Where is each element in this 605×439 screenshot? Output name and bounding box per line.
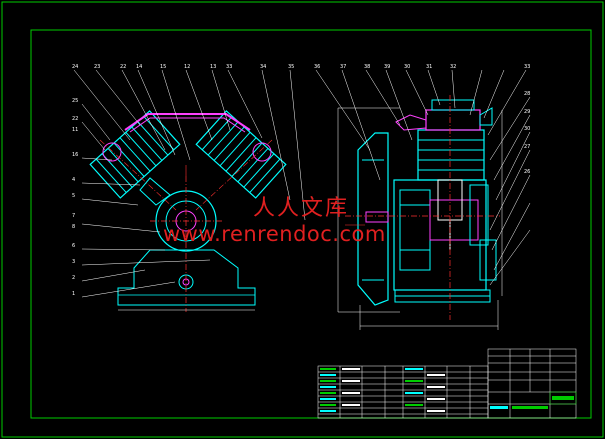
balloon-number: 4: [72, 177, 75, 183]
balloon-number: 13: [210, 64, 216, 70]
balloon-number: 2: [72, 275, 75, 281]
balloon-number: 36: [314, 64, 320, 70]
balloon-number: 35: [288, 64, 294, 70]
balloon-number: 22: [120, 64, 126, 70]
balloon-number: 24: [72, 64, 78, 70]
balloon-number: 3: [72, 259, 75, 265]
balloon-number: 38: [364, 64, 370, 70]
balloon-number: 14: [136, 64, 142, 70]
balloon-number: 8: [72, 224, 75, 230]
balloon-number: 27: [524, 144, 530, 150]
balloon-number: 34: [260, 64, 266, 70]
inner-frame: [30, 29, 592, 419]
title-block: [317, 348, 577, 419]
balloon-number: 33: [226, 64, 232, 70]
balloon-number: 31: [426, 64, 432, 70]
balloon-number: 16: [72, 152, 78, 158]
balloon-number: 5: [72, 193, 75, 199]
balloon-number: 12: [184, 64, 190, 70]
balloon-number: 7: [72, 213, 75, 219]
table-text-marks: [320, 368, 574, 412]
balloon-number: 29: [524, 109, 530, 115]
balloon-number: 33: [524, 64, 530, 70]
balloon-number: 23: [94, 64, 100, 70]
balloon-number: 26: [524, 169, 530, 175]
balloon-number: 22: [72, 116, 78, 122]
balloon-number: 37: [340, 64, 346, 70]
balloon-number: 1: [72, 291, 75, 297]
leaders-front: [73, 69, 306, 298]
leaders-side: [315, 69, 531, 286]
balloon-number: 30: [404, 64, 410, 70]
front-view: [89, 110, 287, 312]
balloon-number: 39: [384, 64, 390, 70]
balloon-number: 30: [524, 126, 530, 132]
balloon-number: 25: [72, 98, 78, 104]
balloon-number: 28: [524, 91, 530, 97]
side-view: [337, 95, 503, 330]
balloon-number: 6: [72, 243, 75, 249]
balloon-number: 32: [450, 64, 456, 70]
balloon-number: 15: [160, 64, 166, 70]
balloon-number: 11: [72, 127, 78, 133]
